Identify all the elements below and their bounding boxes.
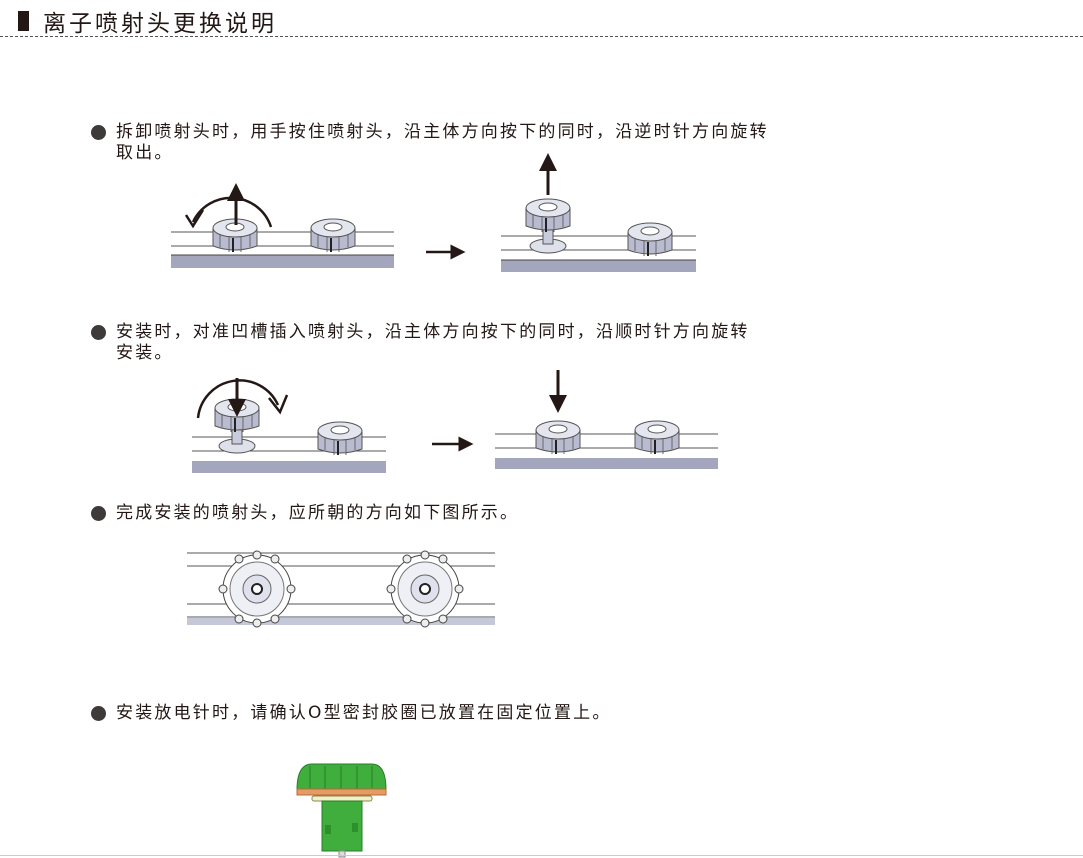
step-4: 安装放电针时，请确认O型密封胶圈已放置在固定位置上。 xyxy=(91,703,796,724)
rail-before-removal xyxy=(171,231,394,268)
step-text: 安装时，对准凹槽插入喷射头，沿主体方向按下的同时，沿顺时针方向旋转安装。 xyxy=(116,322,750,363)
page-title: 离子喷射头更换说明 xyxy=(43,11,277,37)
bullet-dot-icon xyxy=(91,506,106,521)
step-2: 安装时，对准凹槽插入喷射头，沿主体方向按下的同时，沿顺时针方向旋转安装。 xyxy=(91,322,761,364)
bullet-dot-icon xyxy=(91,706,106,721)
title-marker xyxy=(18,11,29,31)
step-1: 拆卸喷射头时，用手按住喷射头，沿主体方向按下的同时，沿逆时针方向旋转取出。 xyxy=(91,122,781,164)
step-text: 完成安装的喷射头，应所朝的方向如下图所示。 xyxy=(116,503,520,523)
step-text: 安装放电针时，请确认O型密封胶圈已放置在固定位置上。 xyxy=(116,703,612,723)
page-header: 离子喷射头更换说明 xyxy=(18,4,277,38)
footer-divider xyxy=(0,855,1083,856)
bullet-dot-icon xyxy=(91,125,106,140)
bullet-dot-icon xyxy=(91,325,106,340)
step-3: 完成安装的喷射头，应所朝的方向如下图所示。 xyxy=(91,503,796,524)
step-text: 拆卸喷射头时，用手按住喷射头，沿主体方向按下的同时，沿逆时针方向旋转取出。 xyxy=(116,122,769,163)
clockwise-arrow-icon xyxy=(196,379,280,419)
header-divider xyxy=(0,36,1083,37)
